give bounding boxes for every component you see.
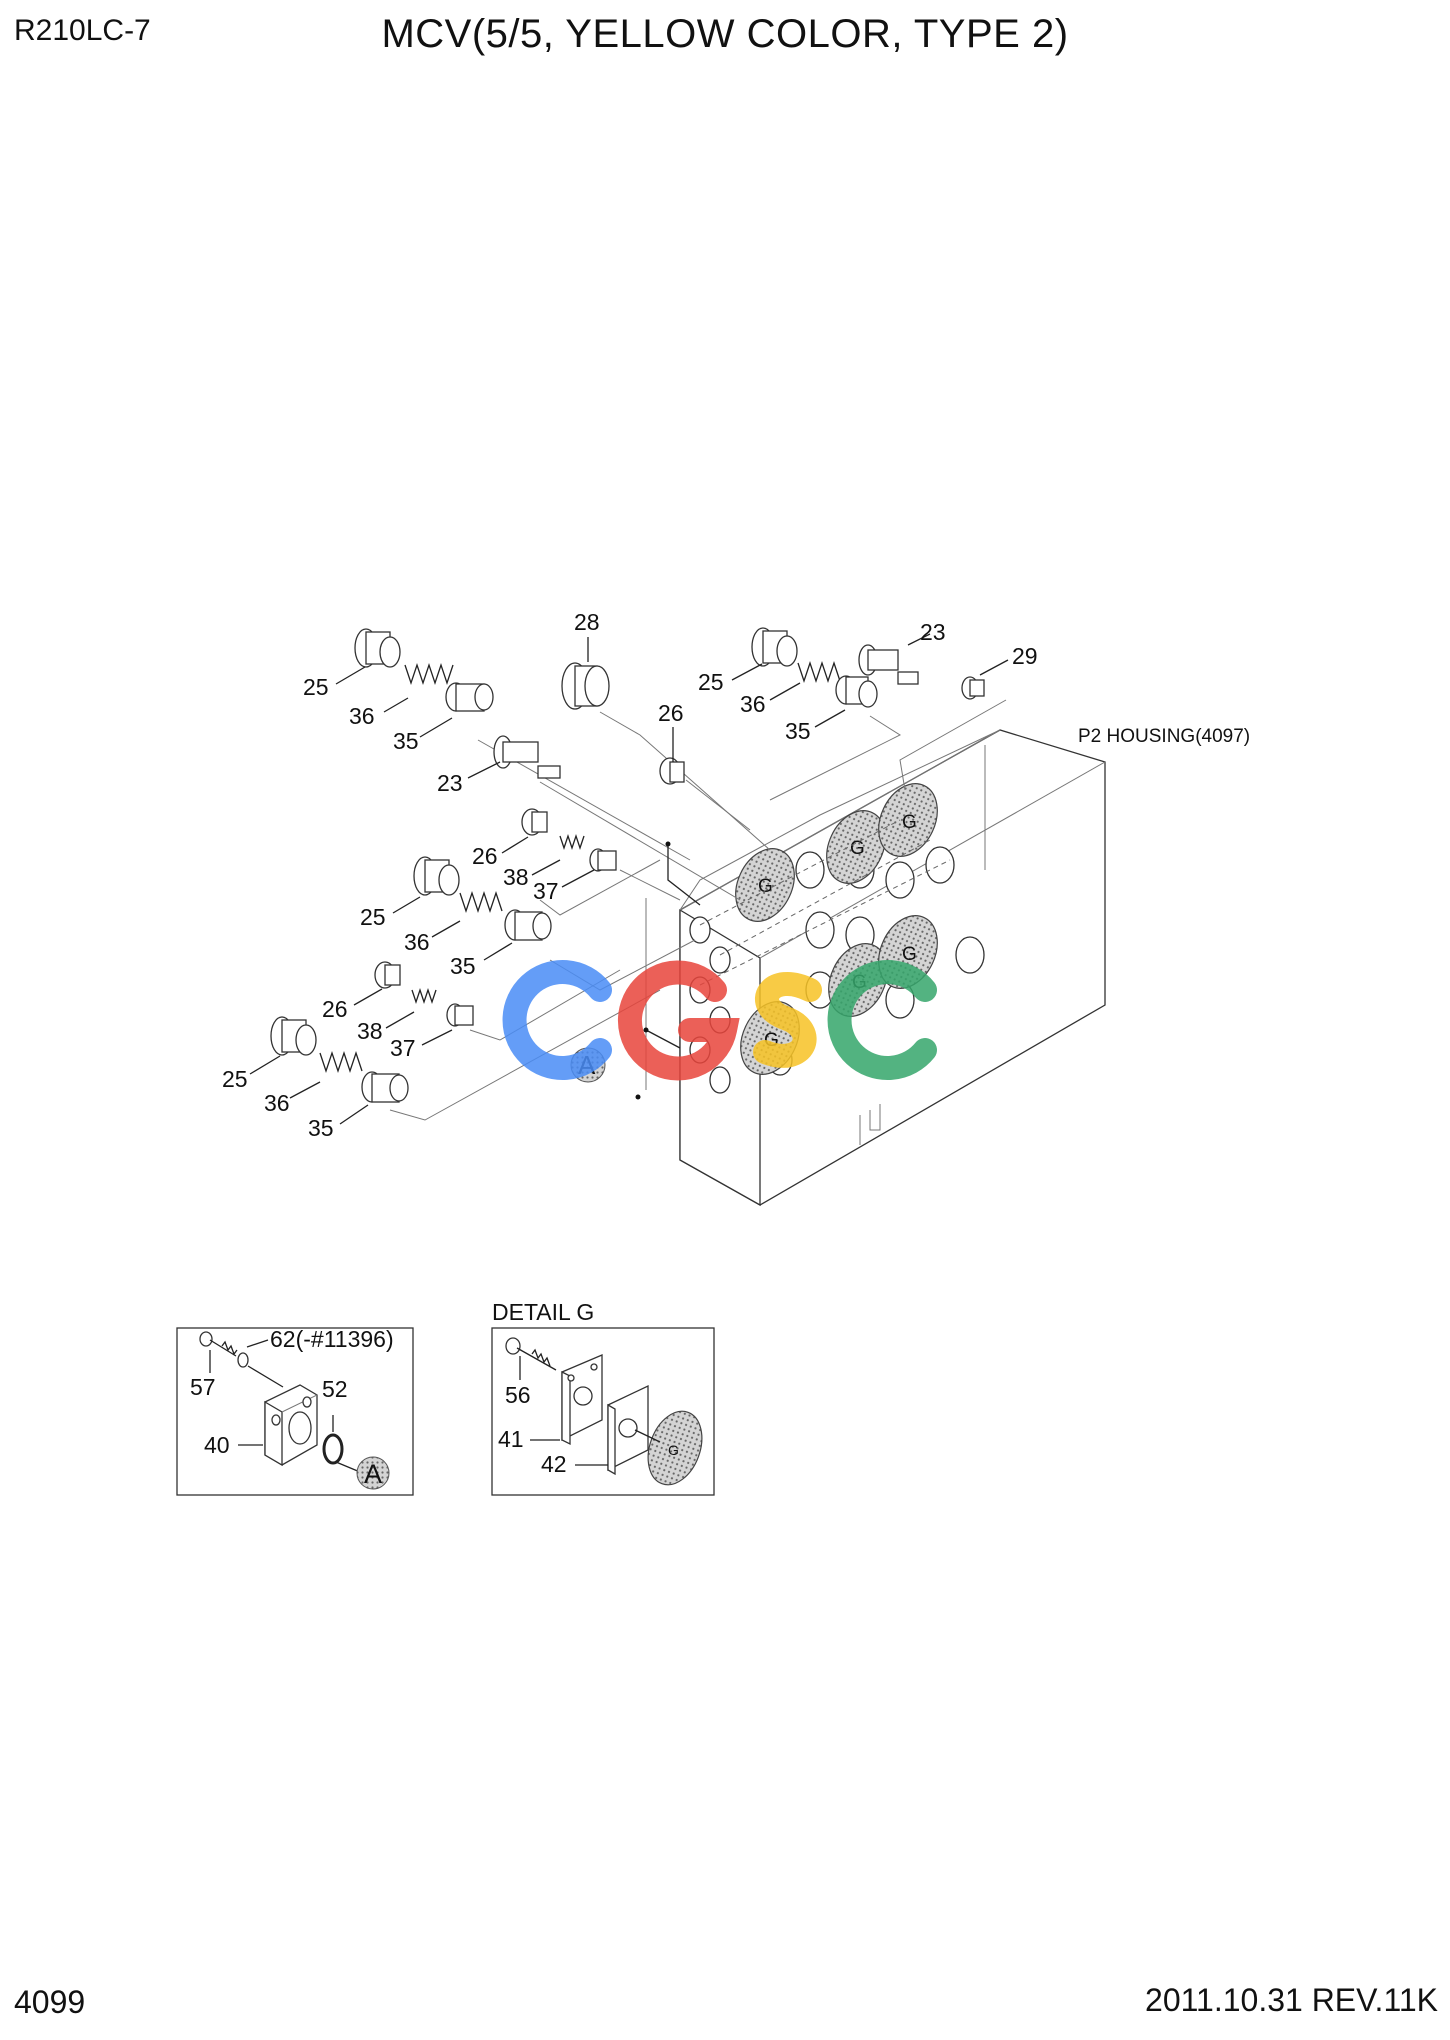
callout-38: 38 <box>357 1018 383 1044</box>
part-spring-36-lower[interactable] <box>319 1050 363 1074</box>
part-valve-23-right[interactable] <box>858 644 919 685</box>
callout-36: 36 <box>740 691 766 717</box>
callout-numbers: 28 25 36 35 23 26 25 36 35 23 29 26 38 3… <box>222 609 1038 1141</box>
part-piston-35-top-right[interactable] <box>835 675 878 708</box>
part-spring-38-middle[interactable] <box>559 833 585 851</box>
callout-36: 36 <box>349 703 375 729</box>
callout-37: 37 <box>533 878 559 904</box>
part-plug-25-top-right[interactable] <box>751 627 798 667</box>
bolt-57[interactable] <box>199 1331 238 1357</box>
part-spring-36-middle[interactable] <box>459 890 503 914</box>
part-plug-28[interactable] <box>561 662 610 710</box>
callout-35: 35 <box>393 728 419 754</box>
part-spring-36-top-right[interactable] <box>797 660 841 684</box>
part-piston-37-lower[interactable] <box>446 1003 474 1027</box>
callout-57: 57 <box>190 1374 216 1400</box>
part-piston-35-lower[interactable] <box>361 1071 409 1103</box>
g-mark: G <box>902 812 917 833</box>
part-plug-25-middle[interactable] <box>413 856 460 896</box>
oring-52[interactable] <box>322 1433 344 1465</box>
callout-26: 26 <box>472 843 498 869</box>
part-plug-26-lower[interactable] <box>374 961 401 989</box>
callout-42: 42 <box>541 1451 567 1477</box>
callout-23: 23 <box>920 619 946 645</box>
callout-62: 62(-#11396) <box>270 1326 394 1352</box>
callout-56: 56 <box>505 1382 531 1408</box>
page-title: MCV(5/5, YELLOW COLOR, TYPE 2) <box>381 12 1069 56</box>
flange-40[interactable] <box>264 1384 318 1467</box>
housing-label: P2 HOUSING(4097) <box>1078 726 1250 747</box>
g-cover-detail[interactable]: G <box>639 1404 712 1493</box>
part-piston-35-top-left[interactable] <box>445 682 494 712</box>
bolt-56[interactable] <box>505 1337 557 1371</box>
callout-26: 26 <box>322 996 348 1022</box>
callout-35: 35 <box>785 718 811 744</box>
part-spring-38-lower[interactable] <box>411 987 437 1005</box>
callout-36: 36 <box>264 1090 290 1116</box>
part-valve-23-left[interactable] <box>493 735 561 779</box>
callout-25: 25 <box>698 669 724 695</box>
part-plug-26-middle[interactable] <box>521 808 548 836</box>
callout-52: 52 <box>322 1376 348 1402</box>
detail-a-panel: A 57 62(-#11396) 52 40 <box>176 1326 414 1496</box>
g-mark: G <box>668 1442 679 1458</box>
callout-37: 37 <box>390 1035 416 1061</box>
part-piston-35-middle[interactable] <box>504 909 552 941</box>
g-mark: G <box>850 838 865 859</box>
callout-35: 35 <box>450 953 476 979</box>
callout-26: 26 <box>658 700 684 726</box>
part-plug-26-top[interactable] <box>659 757 685 785</box>
part-piston-37-middle[interactable] <box>589 848 617 872</box>
callout-41: 41 <box>498 1426 524 1452</box>
callout-29: 29 <box>1012 643 1038 669</box>
callout-40: 40 <box>204 1432 230 1458</box>
detail-g-panel: DETAIL G G 56 41 42 <box>491 1299 715 1496</box>
part-plug-25-top-left[interactable] <box>354 628 401 668</box>
plate-41[interactable] <box>561 1354 603 1446</box>
callout-28: 28 <box>574 609 600 635</box>
callout-25: 25 <box>360 904 386 930</box>
watermark-logo <box>502 960 937 1081</box>
callout-35: 35 <box>308 1115 334 1141</box>
detail-g-title: DETAIL G <box>492 1299 594 1325</box>
g-mark: G <box>902 944 917 965</box>
page-number: 4099 <box>14 1984 86 2020</box>
valve-housing: G G G G G G P2 HOUSING(4097) <box>679 726 1250 1207</box>
part-plug-25-lower[interactable] <box>270 1016 317 1056</box>
revision-date: 2011.10.31 REV.11K <box>1145 1982 1438 2018</box>
callout-23: 23 <box>437 770 463 796</box>
callout-leaders <box>249 633 1009 1125</box>
detail-a-marker-label: A <box>364 1459 382 1489</box>
callout-36: 36 <box>404 929 430 955</box>
g-mark: G <box>758 876 773 897</box>
gasket-42[interactable] <box>607 1384 649 1476</box>
callout-38: 38 <box>503 864 529 890</box>
model-name: R210LC-7 <box>14 14 151 47</box>
callout-25: 25 <box>303 674 329 700</box>
callout-25: 25 <box>222 1066 248 1092</box>
washer-62[interactable] <box>237 1352 249 1368</box>
part-spring-36-top-left[interactable] <box>404 662 454 686</box>
part-plug-29[interactable] <box>961 676 985 700</box>
